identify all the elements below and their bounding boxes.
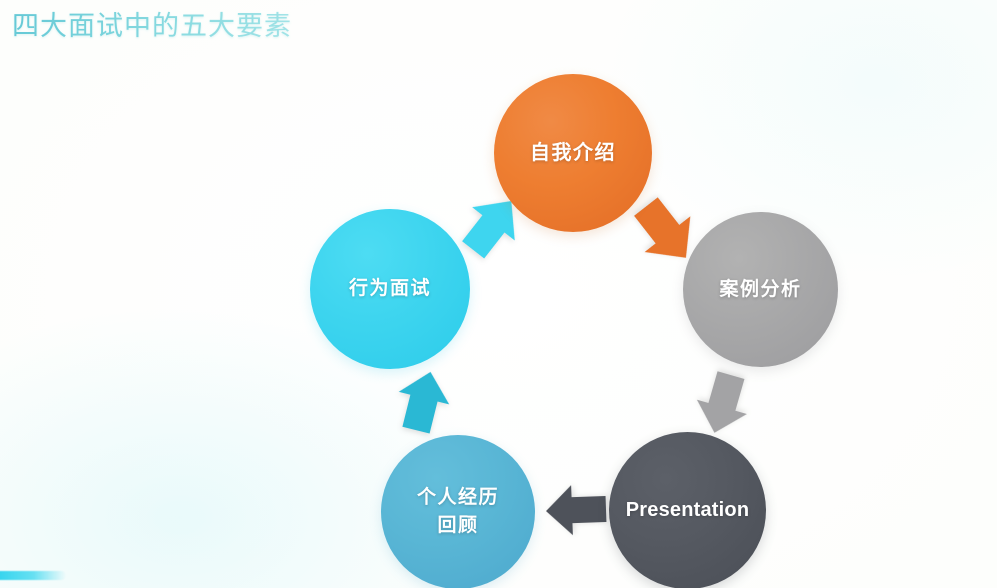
- corner-accent-bar: [0, 571, 66, 580]
- cycle-node-presentation[interactable]: Presentation: [609, 432, 766, 588]
- arrow-presentation-to-experience-icon: [540, 477, 614, 543]
- arrow-case-analysis-to-presentation-icon: [686, 366, 760, 440]
- arrow-behavioral-to-self-intro-icon: [452, 188, 530, 266]
- cycle-node-experience-review-line1: 个人经历: [416, 487, 499, 509]
- arrow-experience-to-behavioral-icon: [386, 365, 460, 439]
- cycle-node-experience-review[interactable]: 个人经历 回顾: [381, 435, 535, 588]
- cycle-node-experience-review-label: 个人经历 回顾: [409, 484, 507, 539]
- cycle-node-behavioral-interview[interactable]: 行为面试: [310, 209, 470, 369]
- cycle-node-presentation-label: Presentation: [625, 499, 750, 521]
- page-title: 四大面试中的五大要素: [12, 11, 292, 41]
- cycle-node-behavioral-interview-label: 行为面试: [348, 278, 431, 300]
- cycle-node-case-analysis-label: 案例分析: [719, 278, 802, 300]
- cycle-node-case-analysis[interactable]: 案例分析: [683, 212, 838, 367]
- cycle-node-experience-review-line2: 回顾: [437, 515, 479, 536]
- arrow-self-intro-to-case-analysis-icon: [624, 190, 706, 272]
- cycle-node-self-introduction-label: 自我介绍: [530, 141, 616, 164]
- cycle-node-self-introduction[interactable]: 自我介绍: [494, 74, 652, 232]
